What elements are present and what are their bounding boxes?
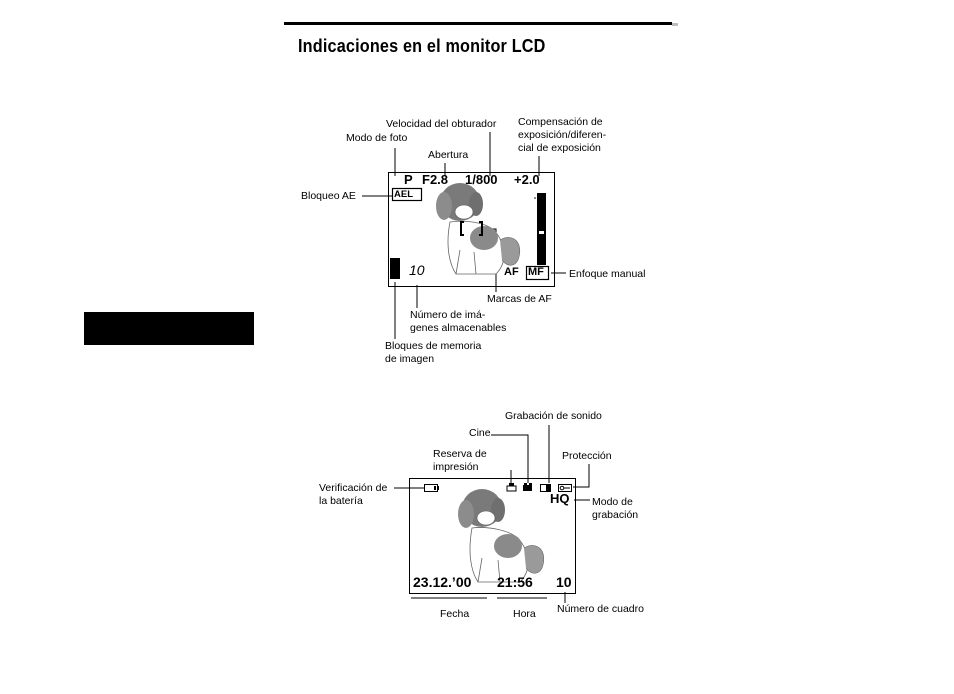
lcd-aperture: F2.8 xyxy=(422,172,449,187)
label-numero-imagenes: Número de imá- genes almacenables xyxy=(410,309,507,334)
lcd-af: AF xyxy=(504,266,519,278)
label-verificacion: Verificación de la batería xyxy=(319,482,388,507)
top-rule xyxy=(284,22,672,25)
label-enfoque-manual: Enfoque manual xyxy=(569,268,646,280)
label-modo-foto: Modo de foto xyxy=(346,132,408,144)
lcd-compensation: +2.0 xyxy=(514,172,540,187)
lcd-frame: 10 xyxy=(556,574,572,590)
section-tab-bar xyxy=(84,312,254,345)
exposure-scale-icon xyxy=(534,193,546,265)
label-fecha: Fecha xyxy=(440,608,470,620)
label-marcas-af: Marcas de AF xyxy=(487,293,552,305)
movie-icon xyxy=(523,483,532,491)
label-grabacion-sonido: Grabación de sonido xyxy=(505,410,602,422)
label-cine: Cine xyxy=(469,427,491,439)
label-abertura: Abertura xyxy=(428,149,469,161)
lcd-mf: MF xyxy=(528,266,544,278)
sound-icon xyxy=(540,484,551,492)
print-icon xyxy=(506,483,517,492)
label-bloques-memoria: Bloques de memoria de imagen xyxy=(385,340,482,365)
label-numero-cuadro: Número de cuadro xyxy=(557,603,644,615)
af-marks-icon xyxy=(460,221,483,236)
protect-key-icon xyxy=(558,484,572,492)
page-title: Indicaciones en el monitor LCD xyxy=(298,36,546,56)
lcd-count: 10 xyxy=(409,262,425,278)
label-velocidad: Velocidad del obturador xyxy=(386,118,497,130)
top-rule-tail xyxy=(672,23,678,26)
lcd-ael: AEL xyxy=(394,189,413,200)
label-modo-grabacion: Modo de grabación xyxy=(592,496,639,521)
dog-illustration xyxy=(436,183,520,275)
label-reserva: Reserva de impresión xyxy=(433,448,487,473)
label-bloqueo-ae: Bloqueo AE xyxy=(301,190,356,202)
lcd-quality: HQ xyxy=(550,491,570,506)
label-proteccion: Protección xyxy=(562,450,612,462)
lcd-shutter: 1/800 xyxy=(465,172,498,187)
lcd-time: 21:56 xyxy=(497,574,533,590)
lcd-date: 23.12.’00 xyxy=(413,574,472,590)
lcd-mode: P xyxy=(404,172,413,187)
label-compensacion: Compensación de exposición/diferen- cial… xyxy=(518,116,607,154)
memory-bar-icon xyxy=(390,258,400,279)
dog-illustration xyxy=(458,489,544,583)
battery-icon xyxy=(424,484,439,492)
label-hora: Hora xyxy=(513,608,536,620)
